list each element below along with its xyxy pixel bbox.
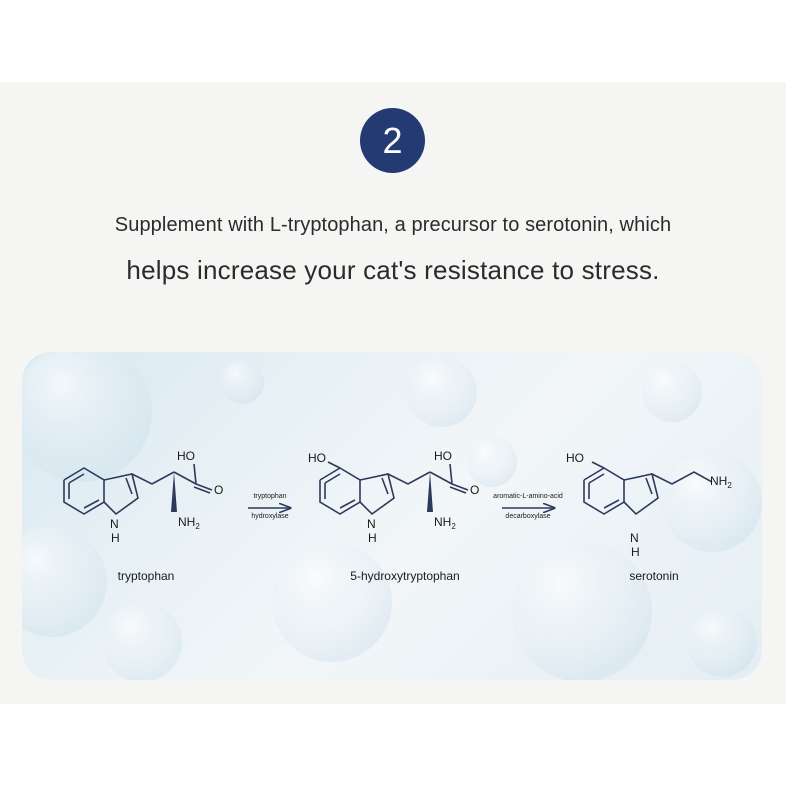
tryptophan-carbonyl-o: O	[214, 483, 223, 497]
enzyme-1-line1: tryptophan	[253, 493, 286, 500]
enzyme-2-line1: aromatic-L-amino-acid	[493, 493, 563, 500]
5htp-carbonyl-o: O	[470, 483, 479, 497]
5htp-nh2-label: NH2	[434, 515, 456, 531]
pathway-diagram: HO O NH2 N H tryptophan tryptophan hydro…	[22, 352, 762, 680]
intro-text-line-2: helps increase your cat's resistance to …	[126, 255, 660, 285]
pathway-diagram-card: HO O NH2 N H tryptophan tryptophan hydro…	[22, 352, 762, 680]
5htp-n-label: N	[367, 517, 376, 531]
tryptophan-n-label: N	[110, 517, 119, 531]
molecule-5-hydroxytryptophan	[319, 461, 469, 516]
molecule-serotonin	[583, 461, 713, 516]
serotonin-ring-ho-label: HO	[566, 451, 584, 465]
enzyme-1-line2: hydroxylase	[251, 513, 288, 520]
5htp-ring-ho-label: HO	[308, 451, 326, 465]
tryptophan-nh2-label: NH2	[178, 515, 200, 531]
serotonin-name: serotonin	[629, 569, 678, 583]
5htp-h-label: H	[368, 531, 377, 545]
tryptophan-oh-label: HO	[177, 449, 195, 463]
step-number-badge: 2	[360, 108, 425, 173]
serotonin-h-label: H	[631, 545, 640, 559]
enzyme-2-line2: decarboxylase	[505, 513, 550, 520]
serotonin-nh2-label: NH2	[710, 474, 732, 490]
serotonin-n-label: N	[630, 531, 639, 545]
molecule-tryptophan	[63, 463, 213, 516]
tryptophan-h-label: H	[111, 531, 120, 545]
5htp-name: 5-hydroxytryptophan	[350, 569, 459, 583]
5htp-oh-label: HO	[434, 449, 452, 463]
tryptophan-name: tryptophan	[118, 569, 175, 583]
intro-text-line-1: Supplement with L-tryptophan, a precurso…	[114, 214, 672, 236]
background-bubbles	[22, 352, 762, 680]
